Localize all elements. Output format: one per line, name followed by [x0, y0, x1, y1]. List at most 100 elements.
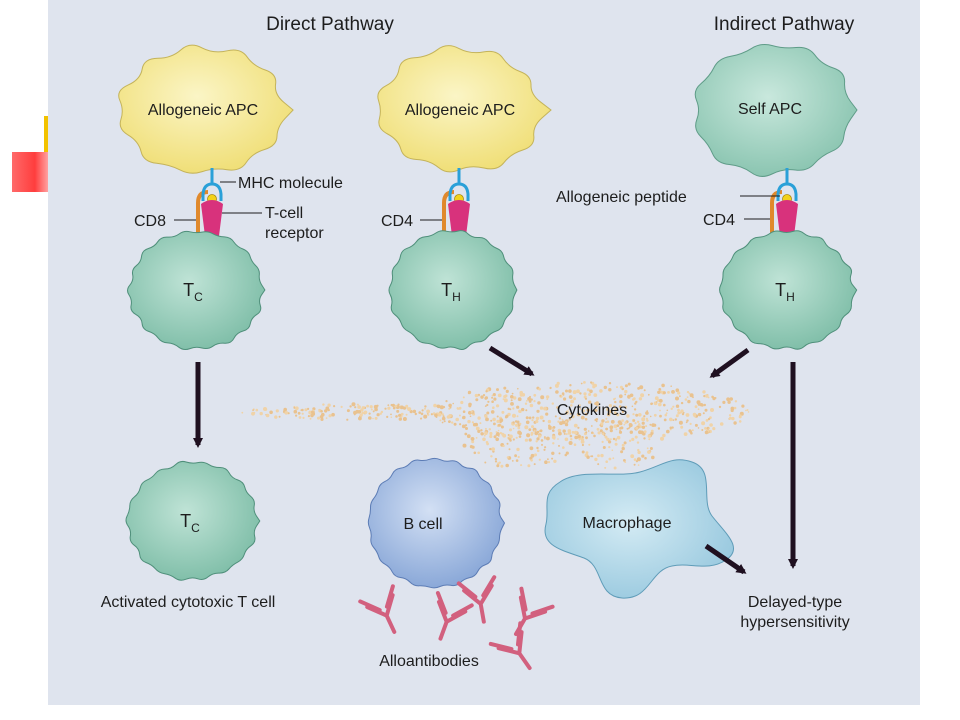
cytokine-dot: [664, 413, 668, 417]
cytokine-dot: [616, 386, 618, 389]
tc-bottom-label: TC: [180, 511, 200, 535]
cytokine-dot: [565, 433, 568, 436]
cytokine-dot: [394, 404, 398, 408]
cytokine-dot: [420, 417, 422, 420]
cytokine-dot: [390, 413, 392, 416]
cytokine-dot: [528, 416, 532, 420]
cytokine-dot: [581, 409, 586, 413]
cytokine-dot: [548, 425, 553, 430]
cytokine-dot: [536, 437, 540, 441]
cytokine-dot: [572, 390, 577, 395]
cytokine-dot: [701, 421, 706, 426]
cytokine-dot: [340, 405, 343, 408]
cytokine-dot: [609, 410, 613, 413]
cytokine-dot: [493, 422, 496, 426]
cytokine-dot: [312, 409, 315, 412]
cytokine-dot: [583, 427, 587, 431]
cytokine-dot: [584, 412, 588, 416]
cytokine-dot: [595, 418, 599, 421]
cytokine-dot: [606, 420, 610, 424]
cytokine-dot: [294, 406, 299, 411]
cytokine-dot: [631, 405, 634, 408]
cytokine-dot: [325, 417, 328, 419]
cytokine-dot: [646, 410, 648, 412]
cytokine-dot: [685, 421, 688, 424]
cytokine-dot: [474, 393, 479, 398]
cytokine-dot: [505, 389, 509, 393]
cytokine-dot: [635, 460, 639, 463]
cytokine-dot: [605, 417, 608, 420]
cytokine-dot: [633, 463, 636, 466]
cytokine-dot: [628, 423, 633, 428]
cytokine-dot: [423, 414, 428, 419]
cytokine-dot: [593, 393, 598, 397]
cytokine-dot: [516, 405, 520, 409]
cytokine-dot: [624, 389, 628, 394]
cytokine-dot: [368, 416, 372, 420]
self-apc-right: Self APC: [694, 43, 858, 177]
cytokine-dot: [517, 426, 521, 430]
cytokine-dot: [694, 405, 698, 409]
cytokine-dot: [297, 411, 301, 415]
cytokine-dot: [633, 458, 637, 461]
cytokine-dot: [611, 449, 614, 452]
cytokine-dot: [660, 436, 664, 441]
cytokine-dot: [584, 417, 588, 421]
cytokine-dot: [592, 383, 596, 387]
dth-label-line1: Delayed-type: [748, 594, 842, 611]
slide-accent-yellow-bar: [44, 116, 50, 156]
cytokine-dot: [581, 443, 585, 447]
cytokine-dot: [703, 403, 706, 407]
cytokine-dot: [456, 407, 459, 410]
cytokine-dot: [623, 423, 626, 426]
cytokine-dot: [499, 418, 504, 423]
cytokine-dot: [307, 407, 310, 410]
cytokine-dot: [500, 464, 504, 468]
cd4-coreceptor-shape-middle: [442, 190, 455, 233]
cytokine-dot: [630, 454, 635, 459]
cytokine-dot: [533, 393, 537, 397]
cytokine-dot: [543, 436, 546, 439]
cytokine-dot: [517, 397, 522, 402]
cytokine-dot: [641, 421, 645, 425]
cytokine-dot: [563, 397, 567, 401]
cytokine-dot: [473, 451, 477, 455]
cytokine-dot: [599, 424, 602, 426]
cytokine-dot: [689, 393, 694, 398]
cytokine-dot: [567, 429, 572, 433]
cytokine-dot: [502, 398, 505, 400]
cytokine-dot: [641, 417, 646, 422]
cytokine-dot: [551, 457, 554, 460]
cytokine-dot: [680, 401, 684, 405]
cytokine-dot: [320, 410, 323, 413]
cytokine-dot: [670, 407, 673, 410]
cytokine-dot: [618, 405, 622, 408]
cytokine-dot: [583, 392, 587, 396]
cytokine-dot: [319, 415, 323, 418]
cytokine-dot: [703, 394, 706, 398]
cytokine-dot: [529, 446, 534, 451]
antibody-icon: [358, 584, 397, 634]
self-apc-right-label: Self APC: [738, 101, 802, 118]
cytokine-dot: [643, 389, 646, 392]
cytokine-dot: [614, 442, 618, 446]
cytokine-dot: [484, 405, 487, 407]
cytokine-dot: [739, 414, 742, 418]
cytokine-dot: [263, 407, 267, 411]
cytokine-dot: [702, 412, 705, 415]
arrow-th-right-to-cytokines: [709, 347, 750, 379]
cytokine-dot: [679, 395, 681, 398]
t-cell-receptor-label-line2: receptor: [265, 225, 324, 242]
cytokine-dot: [576, 389, 580, 394]
cytokine-dot: [585, 431, 588, 434]
cytokine-dot: [346, 418, 349, 421]
cytokine-dot: [497, 429, 500, 432]
cytokine-dot: [568, 408, 571, 410]
cytokine-dot: [580, 382, 583, 385]
cytokine-dot: [722, 400, 726, 404]
cytokine-dot: [515, 436, 518, 439]
cytokine-dot: [741, 404, 745, 408]
cytokine-dot: [513, 396, 517, 400]
cytokine-dot: [650, 429, 654, 433]
cytokine-dot: [470, 410, 473, 413]
